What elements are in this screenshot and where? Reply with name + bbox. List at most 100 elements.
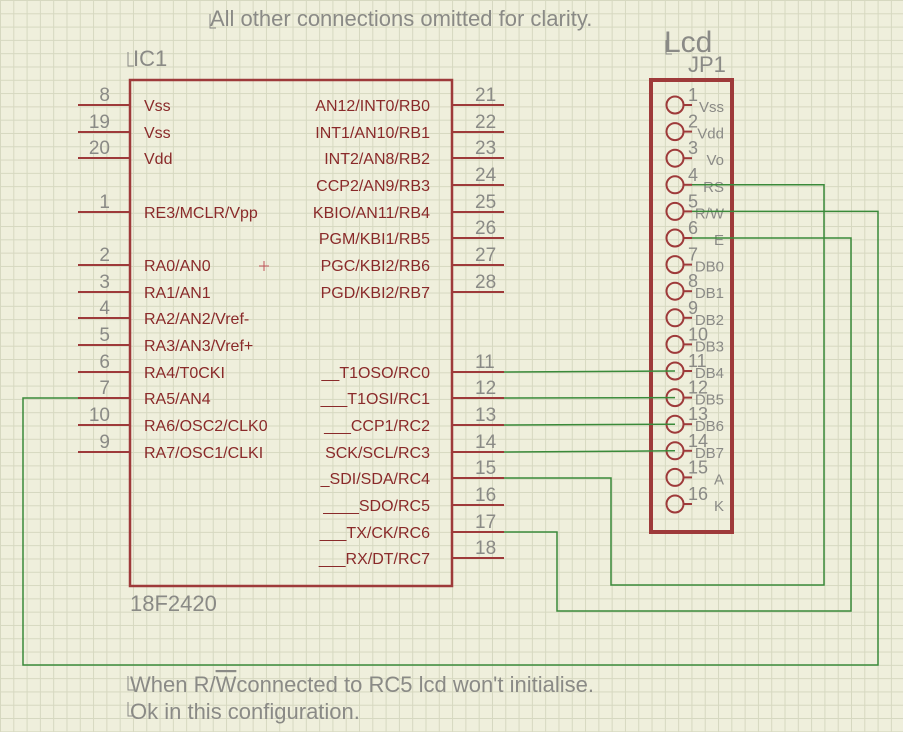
lcd-pin[interactable]: 5R/W: [665, 191, 725, 222]
wire[interactable]: [503, 370, 676, 373]
footer-origin-mark: [127, 676, 134, 691]
ic-pin-number: 2: [99, 245, 110, 266]
ic-pin[interactable]: 17 ___TX/CK/RC6: [319, 512, 504, 542]
lcd-pin-number: 11: [688, 351, 707, 371]
ic-pin-number: 22: [475, 112, 496, 133]
ic-pin-number: 25: [475, 192, 496, 213]
ic-pin-name: RA2/AN2/Vref-: [144, 311, 249, 328]
ic-pin-name: ___T1OSI/RC1: [320, 391, 430, 408]
lcd-pin-number: 4: [688, 165, 698, 185]
ic-pin-name: KBIO/AN11/RB4: [313, 205, 430, 222]
lcd-pin-pad[interactable]: [665, 255, 685, 275]
ic-ref-label: IC1: [133, 46, 167, 71]
lcd-connector[interactable]: Lcd JP1 1Vss2Vdd3Vo4RS5R/W6E7DB08DB19DB2…: [649, 26, 734, 534]
ic-pin[interactable]: 13___CCP1/RC2: [323, 405, 504, 435]
ic-pin[interactable]: 18___RX/DT/RC7: [318, 538, 504, 568]
ic-pin-number: 7: [99, 378, 110, 399]
ic-pin[interactable]: 16____SDO/RC5: [322, 485, 504, 515]
lcd-body[interactable]: [649, 78, 734, 534]
header-note: All other connections omitted for clarit…: [210, 6, 592, 31]
ic-pin-number: 12: [475, 378, 496, 399]
ic-pin-number: 21: [475, 85, 496, 106]
ic-pin[interactable]: 11__T1OSO/RC0: [321, 352, 504, 382]
ic-origin-mark: [127, 52, 134, 67]
lcd-pin[interactable]: 6E: [665, 218, 725, 249]
ic-pin-name: PGD/KBI2/RB7: [321, 285, 430, 302]
ic-pin-name: PGC/KBI2/RB6: [321, 258, 430, 275]
lcd-pin-pad[interactable]: [665, 95, 685, 115]
lcd-pin-name: R/W: [695, 205, 725, 222]
ic-pin-number: 17: [475, 512, 496, 533]
lcd-pin-pad[interactable]: [665, 467, 685, 487]
ic-pin-number: 9: [99, 432, 110, 453]
lcd-pin[interactable]: 3Vo: [665, 138, 725, 169]
wire[interactable]: [22, 210, 879, 666]
wire[interactable]: [504, 237, 852, 612]
ic-pin-name: ___CCP1/RC2: [323, 418, 430, 435]
lcd-pin-pad[interactable]: [665, 148, 685, 168]
lcd-pin[interactable]: 4RS: [665, 165, 725, 196]
footer-origin-mark: [127, 702, 134, 717]
lcd-pin-pad[interactable]: [665, 308, 685, 328]
lcd-pin[interactable]: 16K: [665, 484, 725, 515]
ic-pin-number: 4: [99, 298, 110, 319]
lcd-pin[interactable]: 15A: [665, 457, 725, 488]
lcd-pin-pad[interactable]: [665, 201, 685, 221]
lcd-pin-pad[interactable]: [665, 281, 685, 301]
lcd-pin-name: DB4: [695, 365, 724, 382]
lcd-pin-pad[interactable]: [665, 494, 685, 514]
ic-pin[interactable]: 12 ___T1OSI/RC1: [320, 378, 504, 408]
wires: [22, 184, 879, 666]
ic-pin-number: 15: [475, 458, 496, 479]
lcd-pin-pad[interactable]: [665, 175, 685, 195]
wire[interactable]: [503, 423, 676, 426]
lcd-pin-number: 3: [688, 138, 698, 158]
wire[interactable]: [503, 450, 676, 453]
ic-pin-name: RA5/AN4: [144, 391, 211, 408]
lcd-pin-pad[interactable]: [665, 122, 685, 142]
ic-pin-name: ___TX/CK/RC6: [319, 525, 430, 542]
ic-part-label: 18F2420: [130, 591, 217, 616]
lcd-pin-pad[interactable]: [665, 228, 685, 248]
wire[interactable]: [504, 184, 825, 586]
lcd-pin-pad[interactable]: [665, 334, 685, 354]
ic-body[interactable]: [128, 78, 454, 588]
ic-pin-number: 8: [99, 85, 110, 106]
ic-pin[interactable]: 15_SDI/SDA/RC4: [320, 458, 504, 488]
lcd-title: Lcd: [664, 26, 712, 59]
lcd-pin-name: DB2: [695, 312, 724, 329]
ic-pin-number: 10: [89, 405, 110, 426]
